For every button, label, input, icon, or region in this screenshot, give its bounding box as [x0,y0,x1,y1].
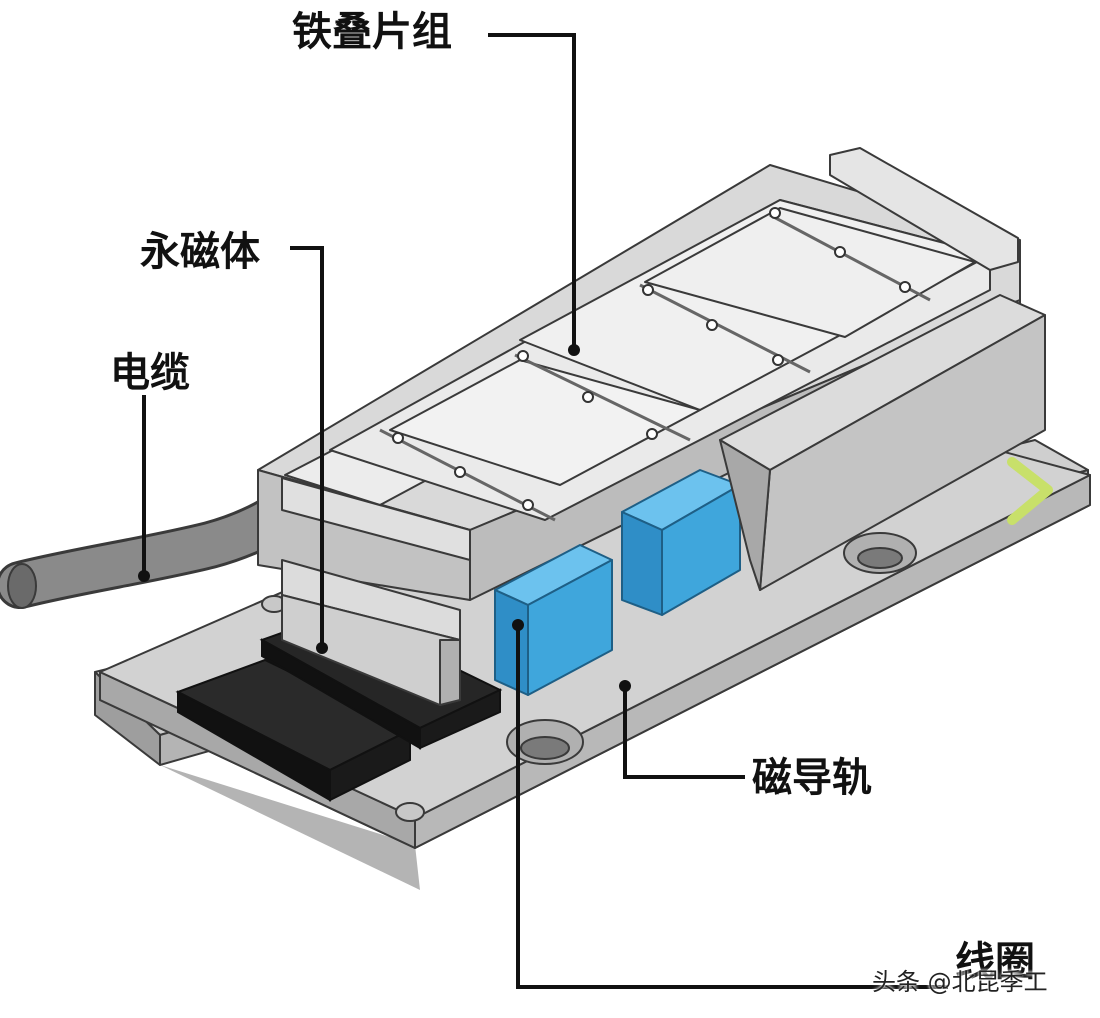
leader-lines [142,33,948,989]
label-iron-lamination: 铁叠片组 [292,8,452,55]
cover-housing [719,294,1046,591]
iron-lamination-stack [257,147,1021,706]
chevron-right-icon [1007,457,1053,525]
label-magnetic-track: 磁导轨 [752,754,872,801]
watermark: 头条 @北昆季工 [872,968,1048,996]
screw-holes [392,207,911,511]
leader-dots [138,344,631,692]
leader-magnetic-track [623,686,745,779]
label-coil: 线圈 [955,938,1035,985]
leader-coil [516,625,948,989]
leader-iron-lamination [488,33,576,350]
label-cable: 电缆 [110,349,190,396]
label-permanent-magnet: 永磁体 [140,228,260,275]
mounting-holes [261,532,917,822]
leader-permanent-magnet [290,246,324,648]
cable [0,488,309,609]
coils [494,469,776,696]
